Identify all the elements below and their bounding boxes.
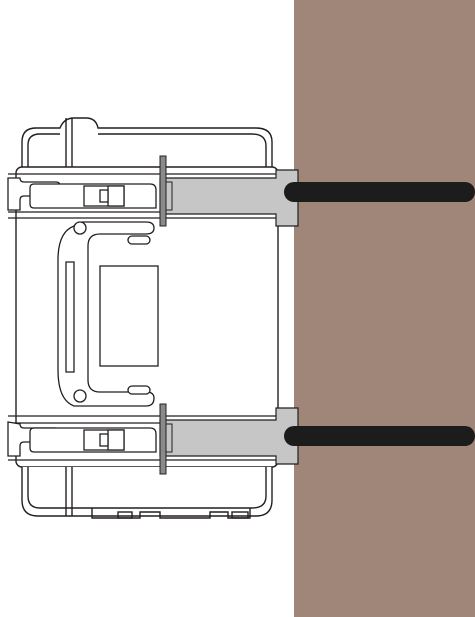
carry-handle-icon (57, 221, 159, 407)
lower-mounting-bracket (159, 403, 299, 475)
case-ribs (8, 173, 278, 461)
wooden-pole (294, 0, 475, 617)
upper-mounting-bracket (159, 155, 299, 227)
pole-strap-lower (284, 426, 475, 446)
pole-strap-upper (284, 182, 475, 202)
bottom-latch-assembly (7, 421, 157, 457)
pole-straps (284, 182, 475, 446)
handle-grip (99, 265, 159, 367)
top-latch-assembly (7, 177, 157, 211)
